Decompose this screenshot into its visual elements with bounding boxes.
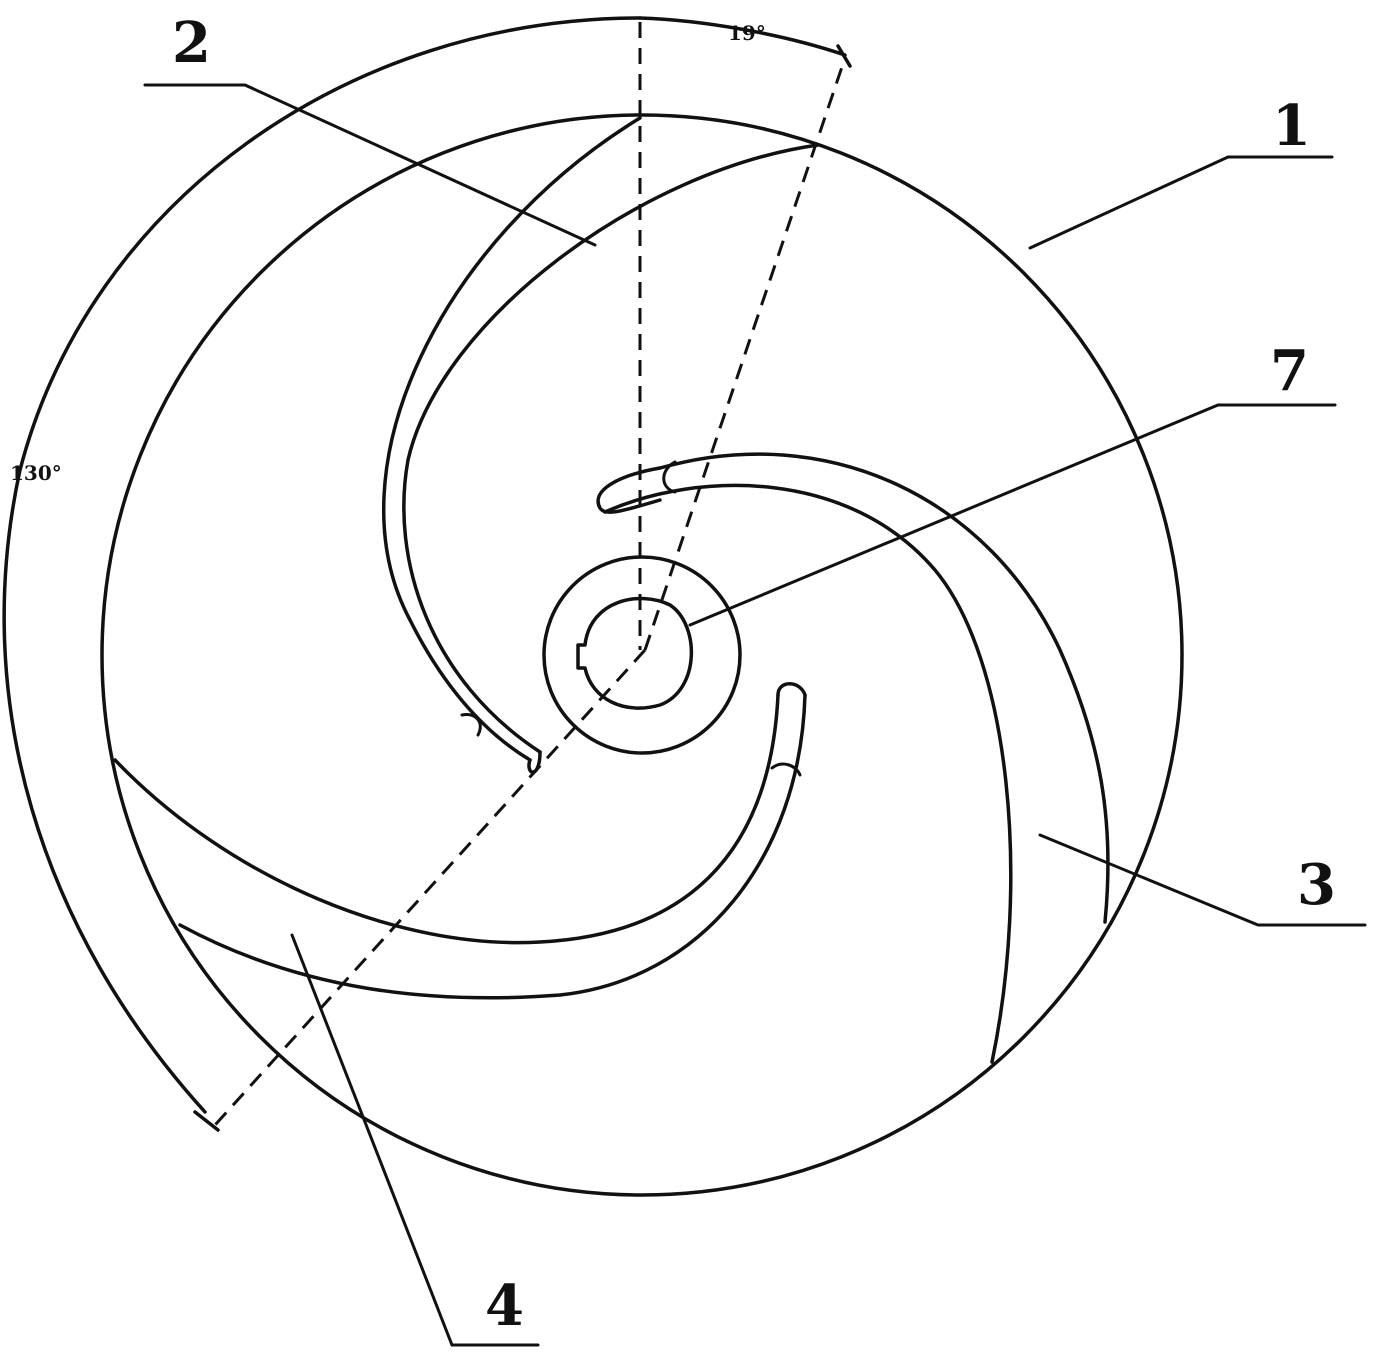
leader-line-7 (688, 403, 1337, 627)
leader-line-2 (143, 83, 597, 247)
blade-upper-inner-edge (381, 116, 642, 762)
blade-upper-outer-edge (402, 143, 820, 754)
part-label-4: 4 (485, 1273, 524, 1339)
blade-lower-tip (776, 682, 807, 697)
angle-label-small: 19° (728, 21, 766, 45)
outer-dimension-arc (2, 16, 642, 1114)
blade-lower-outer-edge (178, 693, 807, 1000)
leader-line-3 (1038, 833, 1367, 927)
impeller-disc (100, 113, 1184, 1197)
hub-bore-with-keyway (576, 596, 693, 710)
part-label-7: 7 (1270, 338, 1309, 404)
blade-lower-tip-mark (770, 762, 802, 777)
blade-right-inner-edge (603, 483, 1013, 1064)
blade-right-outer-edge (658, 452, 1110, 924)
leader-line-1 (1028, 155, 1334, 250)
part-label-3: 3 (1297, 852, 1336, 918)
part-label-1: 1 (1272, 93, 1311, 159)
small-arc-tick (836, 44, 852, 68)
blade-upper-tip-mark (460, 712, 482, 737)
part-label-2: 2 (172, 10, 211, 76)
angled-center-line (643, 57, 847, 651)
blade-right-tip-mark (662, 460, 677, 494)
hub-outer-ring (542, 555, 742, 755)
blade-right-tip (596, 466, 662, 514)
blade-lower-inner-edge (113, 693, 780, 945)
small-dimension-arc (638, 16, 847, 57)
leader-line-4 (290, 933, 540, 1347)
outer-arc-tick (193, 1110, 220, 1132)
angle-label-large: 130° (10, 461, 62, 485)
lower-center-line (213, 648, 647, 1127)
